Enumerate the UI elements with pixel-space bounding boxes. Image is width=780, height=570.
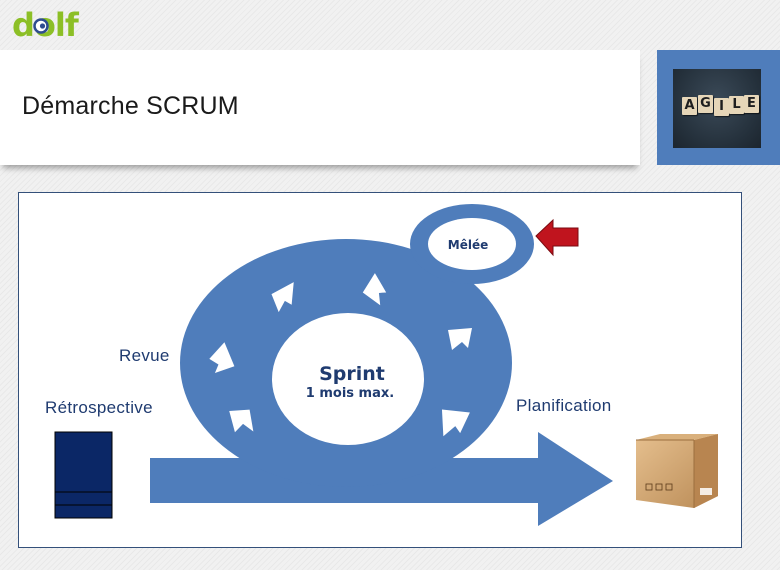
chevron-icon [362,273,387,306]
cycle-chevrons [209,273,472,437]
planification-label: Planification [516,396,612,415]
daily-center [428,218,516,270]
chevron-icon [441,409,470,437]
chevron-icon [448,328,472,350]
sprint-center [272,313,424,445]
dolf-logo: dolf [12,6,80,44]
agile-image: A G I L E [673,69,761,148]
agile-tile: L [729,96,744,114]
product-box-icon [636,434,718,508]
backlog-block [54,491,113,506]
backlog-block [54,504,113,519]
melee-label: Mêlée [448,238,488,252]
agile-tile: G [698,95,713,113]
title-band [0,50,640,165]
red-pointer-arrow [535,218,579,257]
sprint-label: Sprint [319,363,385,385]
chevron-icon [209,342,235,374]
agile-tile: E [744,95,759,113]
page-title: Démarche SCRUM [22,92,239,120]
sprint-duration: 1 mois max. [306,386,394,401]
chevron-icon [271,282,294,313]
revue-label: Revue [119,346,170,365]
retrospective-label: Rétrospective [45,398,153,417]
agile-tile: I [714,98,729,116]
backlog-block [54,431,113,493]
chevron-icon [229,409,254,433]
agile-tile: A [682,97,697,115]
